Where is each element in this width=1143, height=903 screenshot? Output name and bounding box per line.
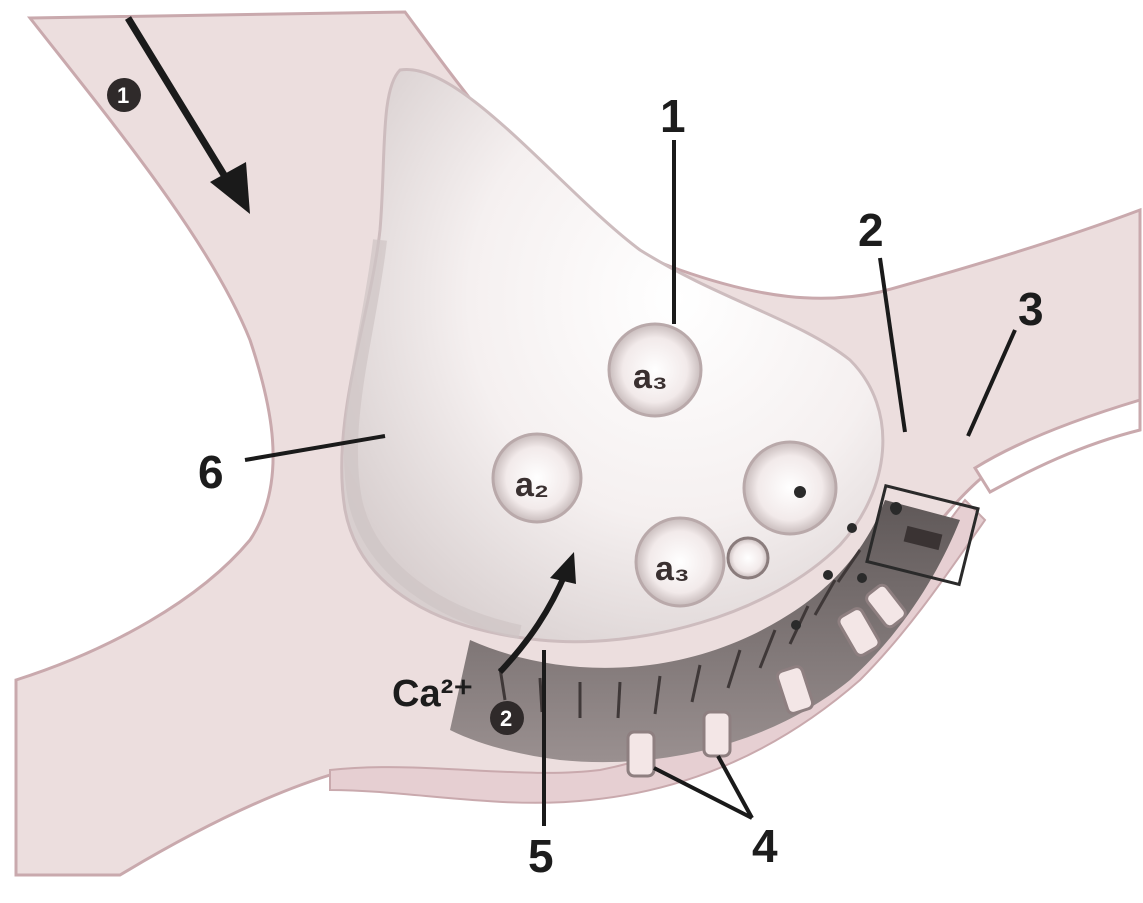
- label-3-synaptic-cleft: 3: [1018, 283, 1044, 335]
- neurotransmitter-dot: [794, 486, 806, 498]
- step-marker-impulse: 1: [107, 78, 141, 112]
- label-4-receptors: 4: [752, 820, 778, 872]
- receptor: [704, 712, 730, 756]
- vesicle-mark: a₃: [633, 358, 668, 396]
- svg-text:2: 2: [500, 706, 512, 731]
- calcium-ion-label: Ca²⁺: [392, 673, 473, 715]
- label-5-channel: 5: [528, 830, 554, 882]
- label-6-terminal: 6: [198, 446, 224, 498]
- vesicle-mark: a₃: [655, 550, 690, 588]
- label-1-vesicle: 1: [660, 90, 686, 142]
- vesicle-small: [728, 538, 768, 578]
- vesicle-docked: [744, 442, 836, 534]
- vesicle-mark: a₂: [515, 466, 549, 504]
- svg-text:1: 1: [117, 83, 129, 108]
- label-2-presynaptic-membrane: 2: [858, 204, 884, 256]
- receptor: [628, 732, 654, 776]
- step-marker-calcium: 2: [490, 701, 524, 735]
